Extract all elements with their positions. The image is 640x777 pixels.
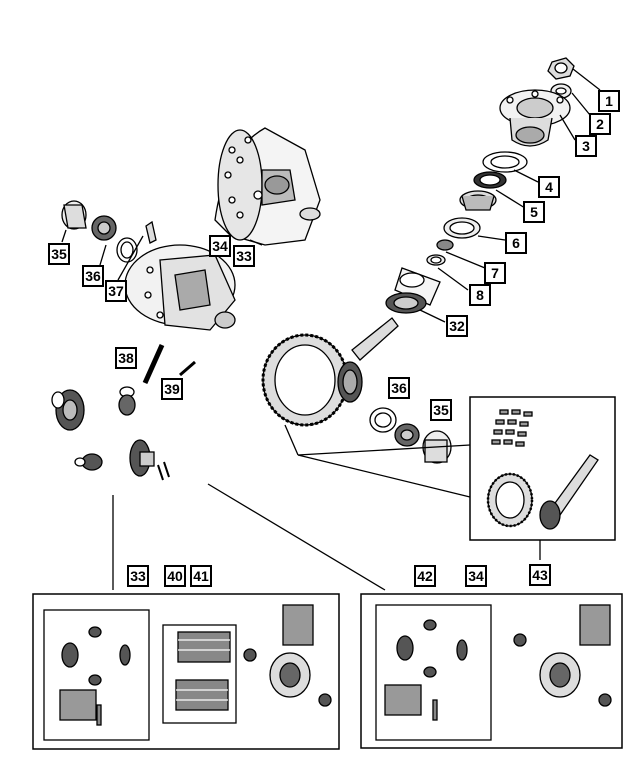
callout-32: 32 <box>446 315 468 337</box>
leader-line <box>61 229 67 243</box>
ring-gear <box>261 333 349 427</box>
callout-38: 38 <box>115 347 137 369</box>
leader-line <box>572 68 601 91</box>
side-gear-right <box>129 439 170 481</box>
pinion-depth-shim <box>394 267 441 306</box>
leader-line <box>249 239 263 246</box>
side-gear-left <box>51 389 85 431</box>
leader-line <box>571 92 591 116</box>
pinion-nut <box>547 57 575 80</box>
callout-35-right: 35 <box>430 399 452 421</box>
inner-bearing-cup <box>426 254 446 266</box>
callout-1: 1 <box>598 90 620 112</box>
clutch-pack-top <box>177 631 231 663</box>
carrier-bearing-right <box>394 423 420 447</box>
leader-line <box>207 483 386 591</box>
carrier-bearing-cup-left <box>61 200 87 230</box>
pinion-yoke-flange <box>499 89 571 147</box>
callout-43: 43 <box>529 564 551 586</box>
oil-slinger <box>473 171 507 189</box>
leader-line <box>297 454 471 498</box>
carrier-shim-right <box>369 407 397 433</box>
leader-line <box>445 251 486 269</box>
leader-line <box>117 235 144 281</box>
kit-34-assembly <box>513 604 612 707</box>
clutch-pack-bottom <box>175 679 229 711</box>
kit-33-assembly <box>243 604 332 707</box>
callout-36-left: 36 <box>82 265 104 287</box>
callout-33-top: 33 <box>233 245 255 267</box>
leader-line <box>284 424 299 456</box>
callout-7: 7 <box>484 262 506 284</box>
leader-line <box>559 114 576 141</box>
pinion-mate-gear <box>74 453 103 471</box>
outer-pinion-bearing <box>459 190 497 211</box>
callout-2: 2 <box>589 113 611 135</box>
pinion-seal <box>482 151 528 173</box>
callout-41: 41 <box>190 565 212 587</box>
callout-34-bottom: 34 <box>465 565 487 587</box>
callout-8: 8 <box>469 284 491 306</box>
callout-40: 40 <box>164 565 186 587</box>
callout-4: 4 <box>538 176 560 198</box>
callout-39: 39 <box>161 378 183 400</box>
callout-37: 37 <box>105 280 127 302</box>
callout-6: 6 <box>505 232 527 254</box>
callout-42: 42 <box>414 565 436 587</box>
callout-34-top: 34 <box>209 235 231 257</box>
inner-pinion-bearing <box>385 292 427 314</box>
leader-line <box>419 309 446 323</box>
callout-35-left: 35 <box>48 243 70 265</box>
kit-43-ring-gear <box>486 472 534 528</box>
carrier-shim-left <box>116 237 138 263</box>
pinion-shaft <box>142 343 165 385</box>
differential-case-top <box>214 127 321 246</box>
callout-3: 3 <box>575 135 597 157</box>
leader-line <box>495 189 526 209</box>
kit-42-gears <box>384 619 468 721</box>
leader-line <box>297 444 471 456</box>
case-bolt <box>145 220 157 244</box>
leader-line <box>477 235 506 241</box>
kit-43-bolts <box>491 409 533 447</box>
leader-line <box>437 267 469 291</box>
drive-pinion <box>337 317 399 403</box>
roll-pin <box>179 360 196 377</box>
outer-bearing-cup <box>443 217 481 239</box>
carrier-bearing-left <box>91 215 117 241</box>
callout-33-bottom: 33 <box>127 565 149 587</box>
kit-40-gears <box>59 626 131 726</box>
callout-36-right: 36 <box>388 377 410 399</box>
leader-line <box>513 169 539 183</box>
leader-line <box>99 244 107 266</box>
thrust-washer <box>118 386 136 416</box>
collapsible-spacer <box>436 239 454 251</box>
kit-43-pinion <box>539 454 599 530</box>
differential-case-open <box>124 244 236 331</box>
callout-5: 5 <box>523 201 545 223</box>
